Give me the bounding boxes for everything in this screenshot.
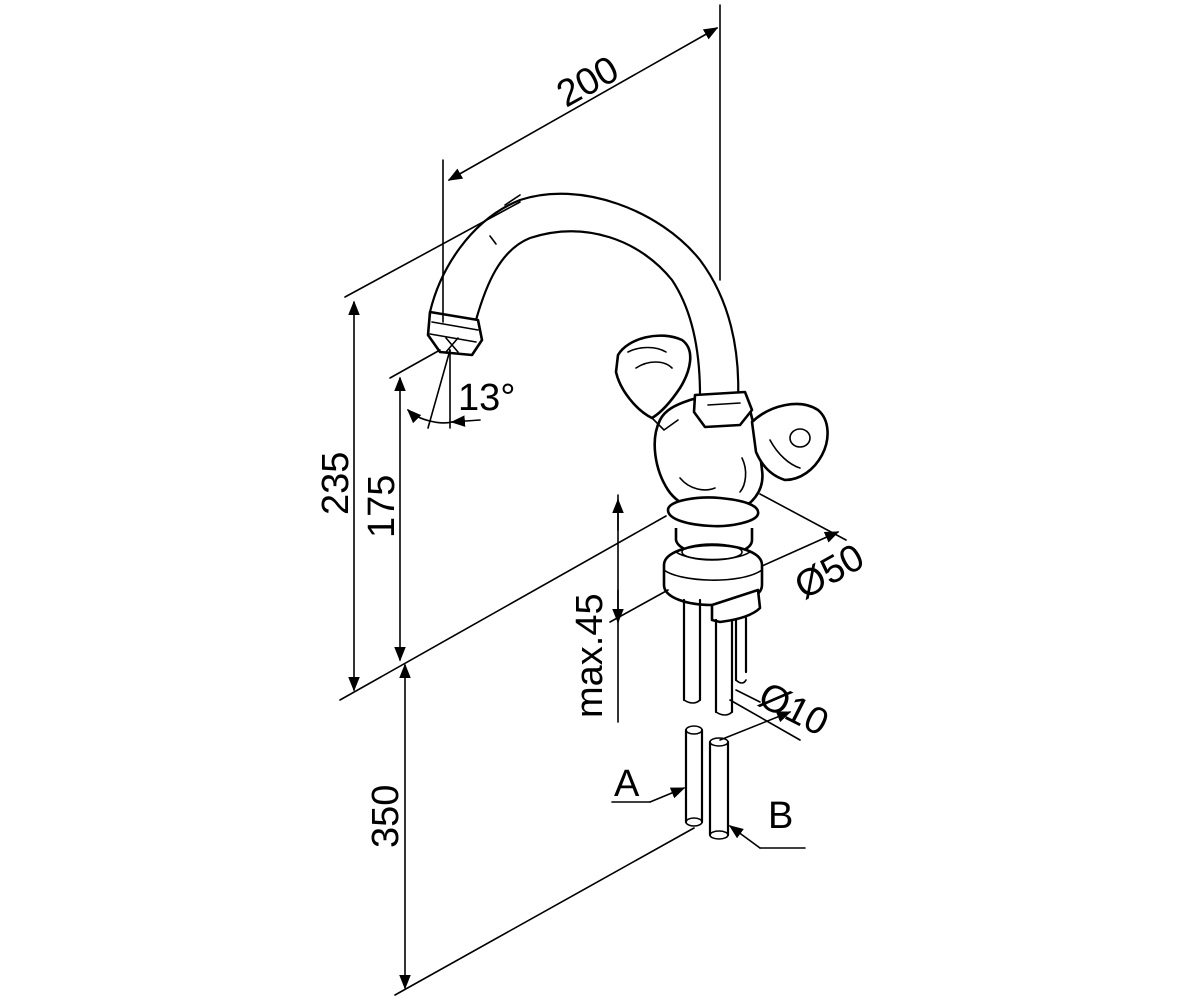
outlet-height-label: 175 xyxy=(361,475,403,538)
spout-reach-label: 200 xyxy=(550,48,626,115)
supply-pipes-lower xyxy=(684,725,730,840)
max-thickness-label: max.45 xyxy=(569,593,611,718)
clamp-plate xyxy=(710,588,762,624)
aerator xyxy=(426,310,484,357)
connection-a-label: A xyxy=(614,763,640,805)
pipe-diameter-label: Ø10 xyxy=(752,675,835,745)
left-handle xyxy=(614,334,692,432)
hose-length-label: 350 xyxy=(365,785,407,848)
right-handle xyxy=(750,402,829,482)
valve-body xyxy=(653,390,764,514)
supply-pipes-upper xyxy=(682,598,748,716)
spout-angle-label: 13° xyxy=(458,377,515,419)
total-height-label: 235 xyxy=(315,452,357,515)
mounting-nut xyxy=(662,543,764,607)
connection-b-label: B xyxy=(768,795,793,837)
faucet xyxy=(426,192,829,840)
dimension-lines xyxy=(339,4,847,996)
spout xyxy=(428,192,740,402)
base-diameter-label: Ø50 xyxy=(788,536,871,608)
